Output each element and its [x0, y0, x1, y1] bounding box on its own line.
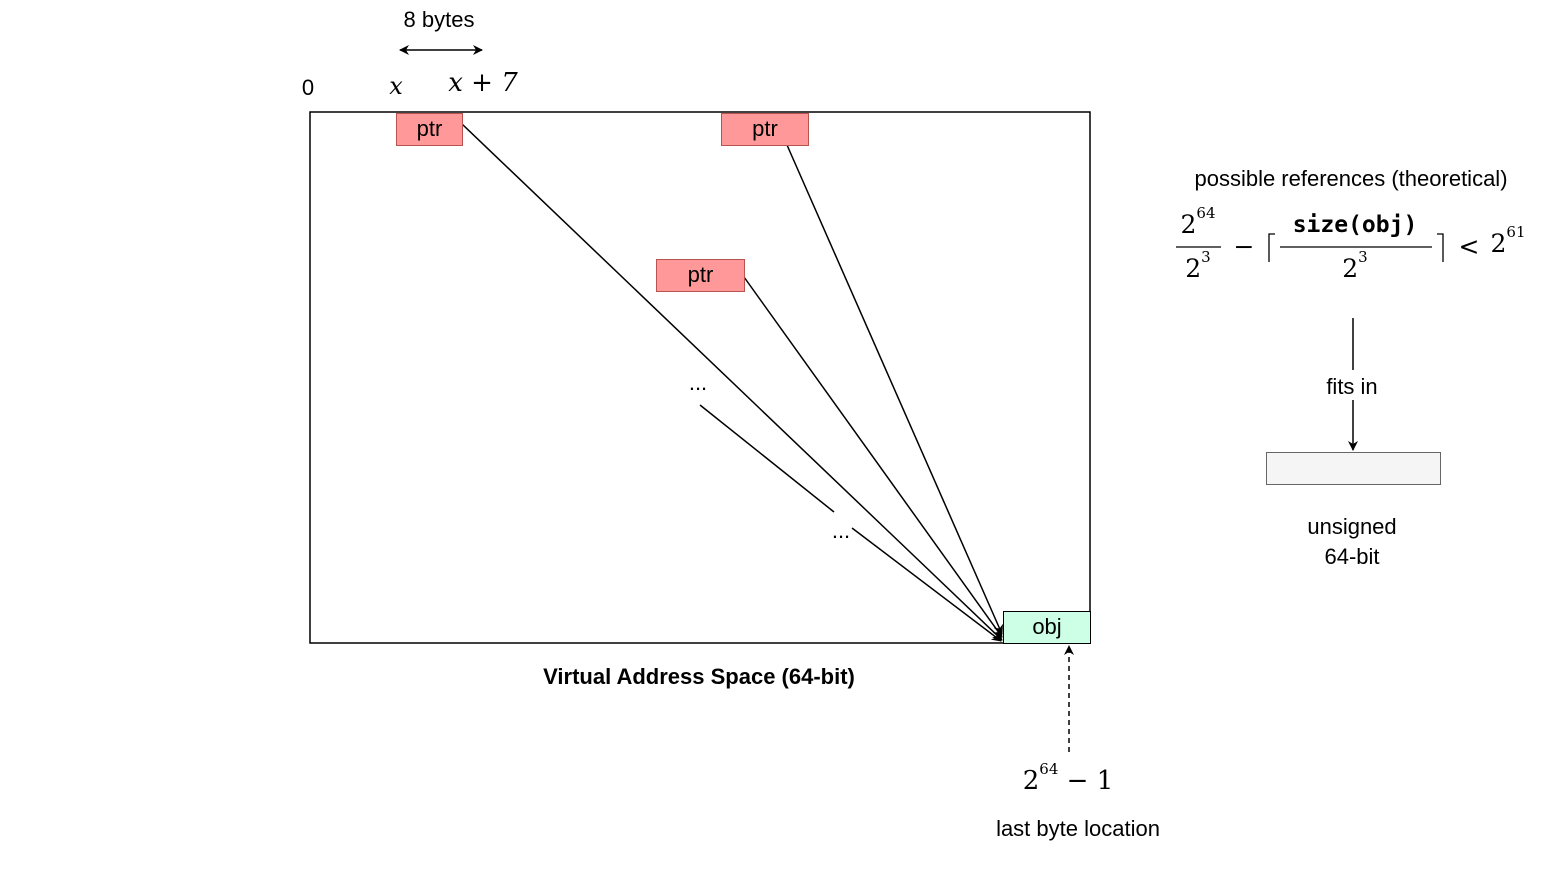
frac1-denominator: 23: [1185, 250, 1210, 283]
64-bit-label: 64-bit: [1324, 544, 1380, 569]
obj-box: obj: [1003, 611, 1091, 644]
exponent: 64: [1039, 760, 1059, 778]
unsigned-label: unsigned: [1307, 514, 1397, 539]
frac2-denominator: 23: [1342, 250, 1367, 283]
minus-sign: −: [1233, 232, 1255, 261]
base: 2: [1490, 229, 1507, 258]
last-byte-expression: 264 − 1: [1022, 762, 1114, 796]
exponent: 64: [1196, 204, 1216, 222]
ptr-arrow-1: [461, 123, 1003, 641]
byte-width-label: 8 bytes: [403, 7, 475, 32]
ptr-box-3: ptr: [656, 259, 745, 292]
ptr-arrow-2: [786, 144, 1003, 635]
ptr-box-1: ptr: [396, 113, 463, 146]
possible-references-label: possible references (theoretical): [1194, 166, 1508, 191]
exponent: 3: [1358, 248, 1368, 266]
ellipsis-line-a: [699, 404, 835, 513]
ptr-arrow-3: [743, 276, 1003, 638]
ceil-right-bracket: [1437, 233, 1444, 262]
address-zero-label: 0: [301, 75, 315, 100]
exponent: 3: [1201, 248, 1211, 266]
address-x-label: x: [389, 72, 403, 100]
frac2-numerator: size(obj): [1292, 212, 1418, 238]
address-space-box: [309, 111, 1091, 644]
last-byte-label: last byte location: [996, 816, 1160, 841]
base: 2: [1022, 766, 1040, 796]
unsigned-64-bit-register: [1266, 452, 1441, 485]
less-than-sign: <: [1458, 232, 1480, 261]
ellipsis-2: ...: [831, 518, 851, 543]
base: 2: [1180, 210, 1197, 239]
base: 2: [1342, 254, 1359, 283]
ptr-box-2: ptr: [721, 113, 809, 146]
fits-in-label: fits in: [1326, 374, 1378, 400]
address-space-title: Virtual Address Space (64-bit): [543, 664, 855, 689]
frac1-numerator: 264: [1180, 206, 1216, 239]
address-x-plus-7-label: x + 7: [448, 68, 518, 98]
minus-one: − 1: [1058, 766, 1114, 796]
ceil-left-bracket: [1268, 233, 1275, 262]
formula-rhs: 261: [1490, 225, 1526, 258]
ellipsis-1: ...: [688, 370, 708, 395]
ellipsis-arrow-b: [851, 527, 1002, 642]
base: 2: [1185, 254, 1202, 283]
exponent: 61: [1506, 223, 1526, 241]
